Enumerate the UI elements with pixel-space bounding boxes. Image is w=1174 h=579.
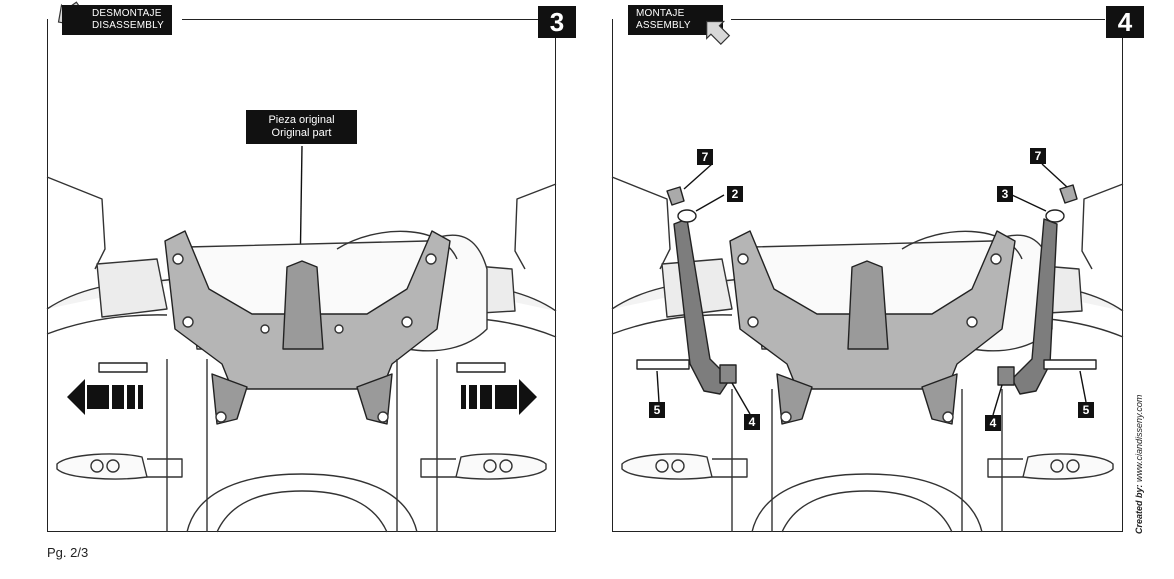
part-label-7-left: 7 xyxy=(697,149,713,165)
arrow-out-icon-left xyxy=(67,379,143,415)
part-label-5-left: 5 xyxy=(649,402,665,418)
callout-en: Original part xyxy=(271,127,332,139)
step-number: 4 xyxy=(1106,6,1144,38)
step-3-panel xyxy=(47,19,556,532)
disassembly-illustration xyxy=(46,145,557,533)
part-label-3: 3 xyxy=(997,186,1013,202)
step-4-panel xyxy=(612,19,1123,532)
step-number: 3 xyxy=(538,6,576,38)
assembly-tag-es: MONTAJE xyxy=(636,8,685,19)
disassembly-tag-en: DISASSEMBLY xyxy=(92,20,165,31)
original-part-callout: Pieza original Original part xyxy=(246,110,357,144)
disassembly-tag-es: DESMONTAJE xyxy=(92,8,162,19)
disassembly-tag: DESMONTAJE DISASSEMBLY xyxy=(62,5,173,35)
part-label-7-right: 7 xyxy=(1030,148,1046,164)
arrow-out-icon-right xyxy=(461,379,537,415)
callout-es: Pieza original xyxy=(268,114,335,126)
credit-text: Created by: www.ciandisseny.com xyxy=(1134,395,1144,534)
part-label-4-right: 4 xyxy=(985,415,1001,431)
part-label-2: 2 xyxy=(727,186,743,202)
credit-url: www.ciandisseny.com xyxy=(1134,394,1144,482)
credit-label: Created by: xyxy=(1134,484,1144,534)
panel-top-border xyxy=(182,19,538,20)
assembly-illustration xyxy=(611,163,1124,533)
panel-top-border xyxy=(731,19,1105,20)
part-label-5-right: 5 xyxy=(1078,402,1094,418)
page-number: Pg. 2/3 xyxy=(47,545,89,560)
assembly-tag-en: ASSEMBLY xyxy=(636,20,691,31)
arrow-in-icon xyxy=(706,20,731,45)
part-label-4-left: 4 xyxy=(744,414,760,430)
